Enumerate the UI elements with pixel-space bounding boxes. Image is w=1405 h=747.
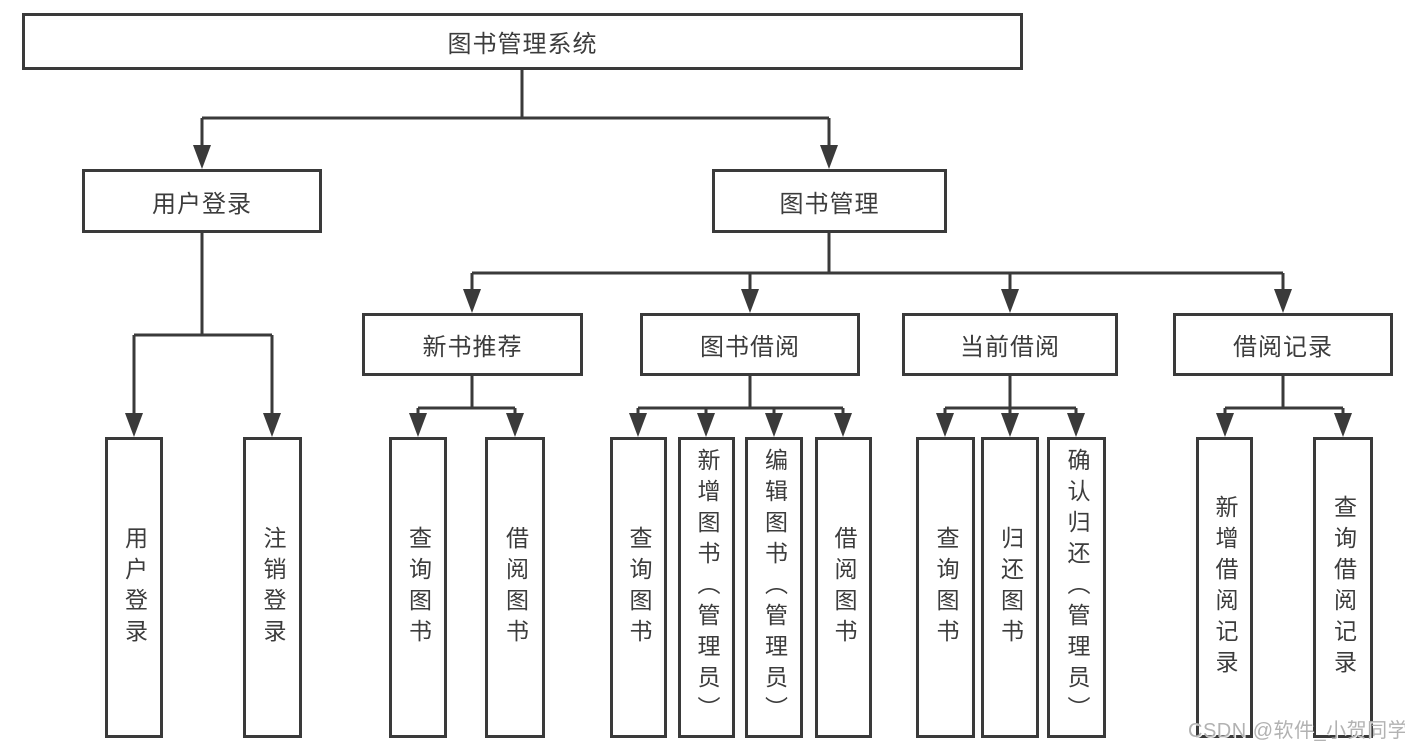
leaf-borrow-borrow-books: 借阅图书	[815, 437, 872, 738]
node-user-login: 用户登录	[82, 169, 322, 233]
leaf-add-books-admin: 新增图书（管理员）	[678, 437, 735, 738]
node-library-management-system: 图书管理系统	[22, 13, 1023, 70]
node-borrowing-records: 借阅记录	[1173, 313, 1393, 376]
node-label: 图书借阅	[700, 334, 800, 361]
leaf-return-books: 归还图书	[981, 437, 1039, 738]
leaf-label: 编辑图书（管理员）	[761, 448, 788, 727]
node-label: 图书管理系统	[447, 31, 598, 58]
leaf-label: 确认归还（管理员）	[1064, 448, 1090, 727]
leaf-query-borrow-record: 查询借阅记录	[1313, 437, 1373, 738]
leaf-label: 查询图书	[626, 525, 652, 650]
leaf-label: 归还图书	[997, 525, 1024, 650]
leaf-label: 注销登录	[260, 525, 286, 650]
node-book-borrowing: 图书借阅	[640, 313, 860, 376]
node-label: 新书推荐	[422, 334, 523, 361]
leaf-add-borrow-record: 新增借阅记录	[1196, 437, 1253, 738]
leaf-label: 查询借阅记录	[1330, 494, 1357, 681]
leaf-label: 新增借阅记录	[1212, 494, 1238, 681]
node-label: 用户登录	[152, 190, 252, 218]
leaf-label: 用户登录	[121, 525, 148, 650]
node-current-borrowing: 当前借阅	[902, 313, 1118, 376]
leaf-edit-books-admin: 编辑图书（管理员）	[745, 437, 803, 738]
leaf-label: 借阅图书	[502, 525, 529, 650]
leaf-user-login: 用户登录	[105, 437, 163, 738]
node-label: 当前借阅	[960, 334, 1060, 361]
leaf-label: 查询图书	[933, 525, 959, 650]
node-label: 借阅记录	[1233, 334, 1333, 361]
leaf-new-book-borrow-books: 借阅图书	[485, 437, 545, 738]
watermark: CSDN @软件_小贺同学	[1188, 720, 1405, 742]
leaf-current-query-books: 查询图书	[916, 437, 975, 738]
leaf-borrow-query-books: 查询图书	[610, 437, 667, 738]
node-book-management: 图书管理	[712, 169, 947, 233]
node-label: 图书管理	[779, 190, 880, 218]
leaf-confirm-return-admin: 确认归还（管理员）	[1047, 437, 1106, 738]
node-new-book-recommendation: 新书推荐	[362, 313, 583, 376]
leaf-label: 查询图书	[405, 525, 432, 650]
leaf-label: 新增图书（管理员）	[694, 448, 720, 727]
leaf-new-book-query-books: 查询图书	[389, 437, 447, 738]
leaf-logout-login: 注销登录	[243, 437, 302, 738]
leaf-label: 借阅图书	[831, 525, 857, 650]
